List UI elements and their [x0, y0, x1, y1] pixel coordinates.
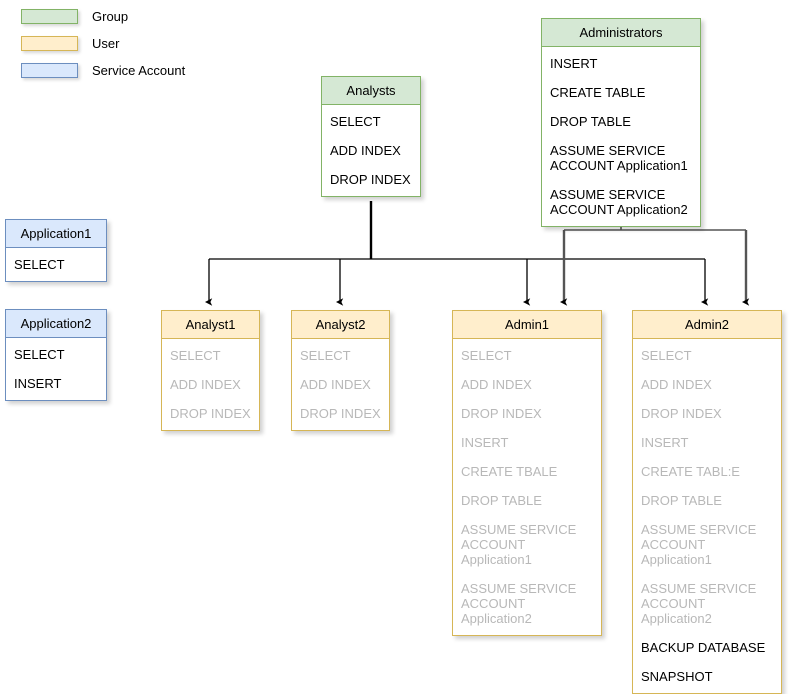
permission-item: DROP TABLE	[461, 493, 542, 508]
permission-item: INSERT	[14, 376, 62, 391]
node-analysts[interactable]: Analysts SELECT ADD INDEX DROP INDEX	[321, 76, 421, 197]
permission-item: DROP INDEX	[170, 406, 251, 421]
legend-swatch-service-account-icon	[21, 63, 78, 78]
permission-item: SELECT	[14, 347, 65, 362]
permission-item: ADD INDEX	[300, 377, 371, 392]
node-analysts-title: Analysts	[322, 77, 420, 105]
node-application2[interactable]: Application2 SELECT INSERT	[5, 309, 107, 401]
legend-label-user: User	[92, 36, 120, 51]
permission-item: CREATE TABL:E	[641, 464, 740, 479]
permission-item: DROP INDEX	[461, 406, 542, 421]
permission-item: ASSUME SERVICE ACCOUNT Application2	[461, 581, 577, 626]
permission-item: SELECT	[14, 257, 65, 272]
permission-item: SELECT	[300, 348, 351, 363]
permission-item: DROP INDEX	[300, 406, 381, 421]
permission-item: ADD INDEX	[170, 377, 241, 392]
node-administrators[interactable]: Administrators INSERT CREATE TABLE DROP TA…	[541, 18, 701, 227]
permission-item: DROP INDEX	[641, 406, 722, 421]
permission-item: DROP INDEX	[330, 172, 411, 187]
permission-item: ADD INDEX	[641, 377, 712, 392]
node-analyst1[interactable]: Analyst1 SELECT ADD INDEX DROP INDEX	[161, 310, 260, 431]
permission-item: INSERT	[461, 435, 509, 450]
permission-item: INSERT	[641, 435, 689, 450]
permission-item: SNAPSHOT	[641, 669, 713, 684]
node-administrators-permissions: INSERT CREATE TABLE DROP TABLE ASSUME SERVI…	[542, 47, 700, 226]
node-analyst2-permissions: SELECT ADD INDEX DROP INDEX	[292, 339, 389, 430]
legend-item-service-account: Service Account	[21, 60, 185, 81]
node-admin1-title: Admin1	[453, 311, 601, 339]
node-application2-permissions: SELECT INSERT	[6, 338, 106, 400]
permission-item: DROP TABLE	[641, 493, 722, 508]
node-admin2-title: Admin2	[633, 311, 781, 339]
permission-item: SELECT	[641, 348, 692, 363]
permission-item: INSERT	[550, 56, 598, 71]
permission-item: ASSUME SERVICE ACCOUNT Application2	[641, 581, 757, 626]
permission-item: ADD INDEX	[461, 377, 532, 392]
legend-item-user: User	[21, 33, 185, 54]
node-admin2-permissions: SELECT ADD INDEX DROP INDEX INSERT CREATE TA…	[633, 339, 781, 693]
legend: Group User Service Account	[21, 6, 185, 87]
node-analyst1-permissions: SELECT ADD INDEX DROP INDEX	[162, 339, 259, 430]
permission-item: SELECT	[170, 348, 221, 363]
node-admin1[interactable]: Admin1 SELECT ADD INDEX DROP INDEX INSERT CR…	[452, 310, 602, 636]
node-analyst2[interactable]: Analyst2 SELECT ADD INDEX DROP INDEX	[291, 310, 390, 431]
legend-swatch-user-icon	[21, 36, 78, 51]
permission-item: DROP TABLE	[550, 114, 631, 129]
node-application1-title: Application1	[6, 220, 106, 248]
permission-item: CREATE TBALE	[461, 464, 558, 479]
legend-label-group: Group	[92, 9, 129, 24]
permission-item: SELECT	[461, 348, 512, 363]
permission-item: ADD INDEX	[330, 143, 401, 158]
node-application1[interactable]: Application1 SELECT	[5, 219, 107, 282]
legend-swatch-group-icon	[21, 9, 78, 24]
permission-item: ASSUME SERVICE ACCOUNT Application1	[461, 522, 577, 567]
permission-item: ASSUME SERVICE ACCOUNT Application1	[641, 522, 757, 567]
permission-item: SELECT	[330, 114, 381, 129]
node-application2-title: Application2	[6, 310, 106, 338]
permission-item: ASSUME SERVICE ACCOUNT Application2	[550, 187, 688, 217]
node-analyst1-title: Analyst1	[162, 311, 259, 339]
node-admin1-permissions: SELECT ADD INDEX DROP INDEX INSERT CREATE TB…	[453, 339, 601, 635]
permission-item: CREATE TABLE	[550, 85, 646, 100]
permission-item: BACKUP DATABASE	[641, 640, 766, 655]
legend-item-group: Group	[21, 6, 185, 27]
node-analysts-permissions: SELECT ADD INDEX DROP INDEX	[322, 105, 420, 196]
node-administrators-title: Administrators	[542, 19, 700, 47]
permission-item: ASSUME SERVICE ACCOUNT Application1	[550, 143, 688, 173]
diagram-canvas: Group User Service Account Administrator…	[5, 6, 782, 694]
node-admin2[interactable]: Admin2 SELECT ADD INDEX DROP INDEX INSERT CR…	[632, 310, 782, 694]
node-application1-permissions: SELECT	[6, 248, 106, 281]
node-analyst2-title: Analyst2	[292, 311, 389, 339]
legend-label-service-account: Service Account	[92, 63, 186, 78]
